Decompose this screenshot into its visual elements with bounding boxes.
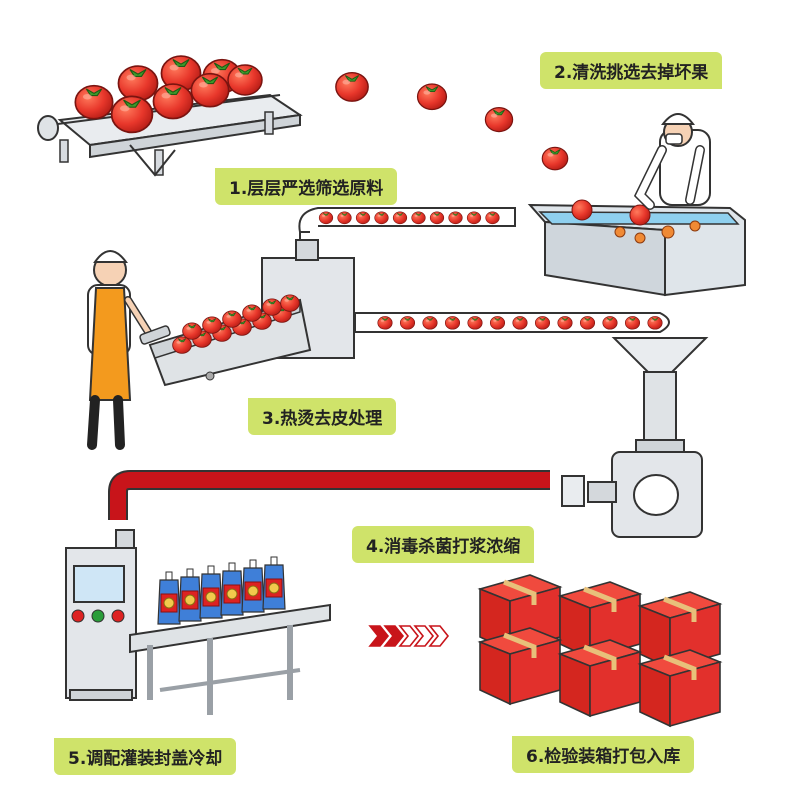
box bbox=[637, 649, 723, 728]
tomato bbox=[355, 211, 371, 225]
sauce-pouch bbox=[178, 568, 202, 622]
tomato bbox=[647, 316, 663, 330]
sauce-pouch bbox=[157, 571, 181, 625]
tomato bbox=[557, 316, 573, 330]
worker-step3 bbox=[87, 250, 171, 450]
washing-station bbox=[527, 113, 746, 297]
tomato bbox=[534, 316, 551, 330]
tomato bbox=[429, 211, 445, 225]
tomato bbox=[377, 316, 393, 330]
step-5-label: 5.调配灌装封盖冷却 bbox=[54, 738, 237, 775]
direction-arrows bbox=[368, 625, 450, 647]
sauce-pouch bbox=[220, 562, 244, 616]
step-2-label: 2.清洗挑选去掉坏果 bbox=[540, 52, 723, 89]
raw-material-conveyor bbox=[37, 55, 303, 177]
tomato bbox=[374, 211, 389, 225]
tomato bbox=[392, 211, 408, 225]
chevron-icon bbox=[383, 625, 405, 647]
tomato bbox=[222, 310, 242, 328]
step-6-label: 6.检验装箱打包入库 bbox=[512, 736, 695, 773]
sauce-pouch bbox=[199, 565, 223, 619]
step-1-label: 1.层层严选筛选原料 bbox=[215, 168, 398, 205]
tomato bbox=[467, 316, 483, 330]
sauce-pouch bbox=[241, 559, 265, 613]
step-3-label: 3.热烫去皮处理 bbox=[248, 398, 397, 435]
chevron-icon bbox=[398, 625, 420, 647]
concentration-machine bbox=[561, 337, 709, 538]
tomato bbox=[242, 304, 262, 322]
sauce-pipe bbox=[108, 470, 550, 520]
step-4-label: 4.消毒杀菌打浆浓缩 bbox=[352, 526, 535, 563]
tomato bbox=[422, 316, 438, 330]
filling-machine bbox=[65, 529, 331, 715]
tomato bbox=[202, 316, 222, 334]
falling-tomatoes bbox=[335, 71, 569, 171]
tomato bbox=[602, 316, 618, 330]
sauce-pouches bbox=[157, 556, 286, 625]
tomato bbox=[485, 211, 500, 225]
chevron-icon bbox=[368, 625, 390, 647]
tomato bbox=[262, 298, 282, 316]
packed-boxes bbox=[477, 574, 723, 728]
tomato bbox=[512, 316, 528, 330]
tomato bbox=[172, 336, 192, 354]
tomato bbox=[579, 316, 596, 330]
tomato bbox=[444, 316, 461, 330]
tomato bbox=[182, 322, 202, 340]
tomato bbox=[318, 211, 334, 225]
tomato bbox=[466, 211, 482, 225]
tomato bbox=[624, 316, 641, 330]
tomato bbox=[337, 211, 352, 225]
chevron-icon bbox=[428, 625, 450, 647]
tomato bbox=[411, 211, 426, 225]
tomato bbox=[280, 294, 300, 312]
upper-tomato-track bbox=[298, 207, 516, 240]
chevron-icon bbox=[413, 625, 435, 647]
tomato bbox=[399, 316, 416, 330]
sauce-pouch bbox=[262, 556, 286, 610]
tomato bbox=[489, 316, 506, 330]
tomato bbox=[448, 211, 463, 225]
box bbox=[477, 627, 563, 706]
box bbox=[557, 639, 643, 718]
